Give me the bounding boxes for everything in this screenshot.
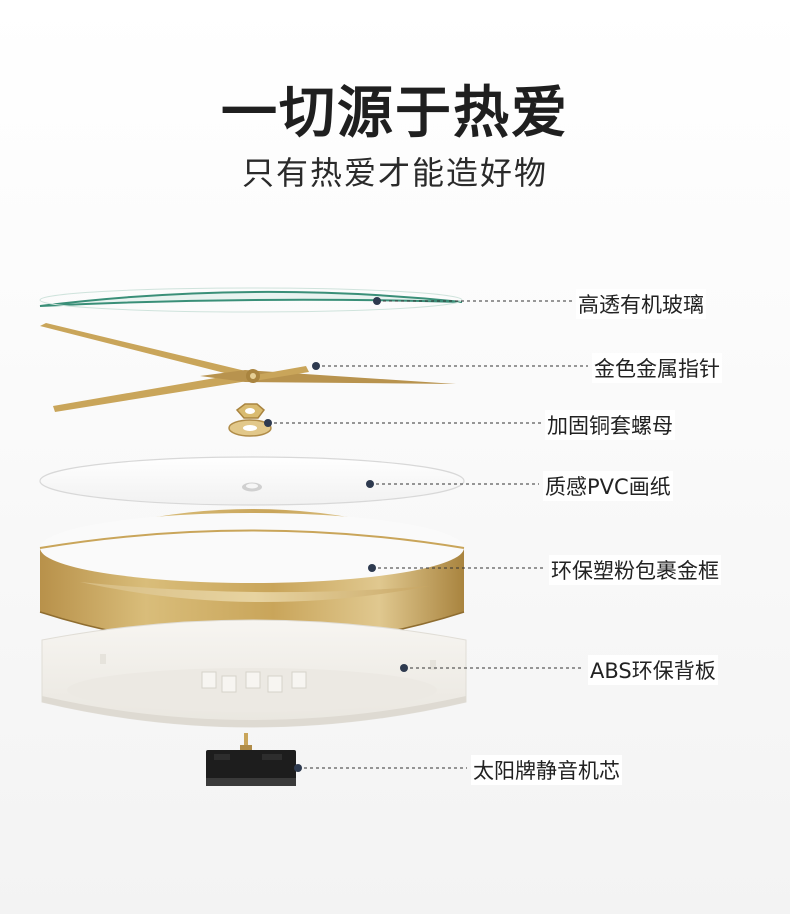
- label-dial: 质感PVC画纸: [543, 471, 673, 501]
- leader-lines: [268, 300, 588, 769]
- back-dot: [400, 664, 408, 672]
- dial-dot: [366, 480, 374, 488]
- page-title: 一切源于热爱: [221, 81, 569, 146]
- nut-dot: [264, 419, 272, 427]
- quartz-movement-part: [206, 733, 296, 786]
- movement-dot: [294, 764, 302, 772]
- acrylic-glass-part: [39, 287, 463, 313]
- page-subtitle: 只有热爱才能造好物: [241, 154, 548, 192]
- brass-nut-part: [228, 403, 272, 437]
- pvc-dial-part: [39, 456, 465, 506]
- glass-dot: [373, 297, 381, 305]
- label-hands: 金色金属指针: [592, 353, 722, 383]
- label-frame: 环保塑粉包裹金框: [549, 555, 721, 585]
- label-nut: 加固铜套螺母: [545, 410, 675, 440]
- abs-back-plate-part: [41, 619, 467, 728]
- frame-dot: [368, 564, 376, 572]
- gold-frame-part: [39, 509, 465, 647]
- label-glass: 高透有机玻璃: [576, 289, 706, 319]
- label-back: ABS环保背板: [588, 655, 718, 685]
- hands-dot: [312, 362, 320, 370]
- gold-hands-part: [40, 323, 456, 412]
- label-movement: 太阳牌静音机芯: [471, 755, 622, 785]
- leader-dots: [264, 297, 408, 772]
